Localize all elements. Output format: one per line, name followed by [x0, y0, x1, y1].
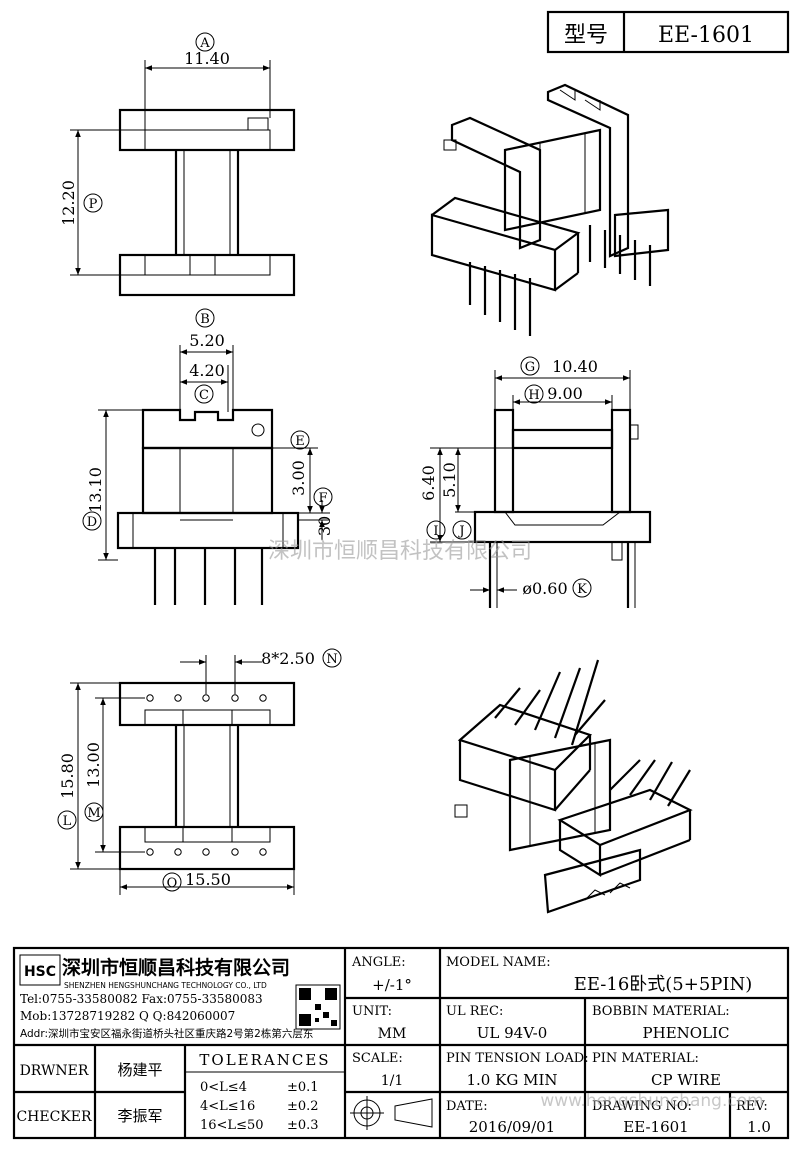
dim-H-value: 9.00	[547, 384, 583, 403]
dim-K-letter: K	[577, 582, 587, 597]
model-header: 型号 EE-1601	[546, 10, 790, 54]
dim-L-value: 15.80	[58, 753, 77, 799]
dim-I-letter: I	[433, 524, 438, 539]
dim-C-letter: C	[199, 388, 209, 403]
pin-material-label: PIN MATERIAL:	[592, 1051, 699, 1066]
tol-range-2: 16<L≤50	[200, 1118, 264, 1133]
watermark: 深圳市恒顺昌科技有限公司	[268, 539, 532, 564]
dim-J-value: 5.10	[440, 462, 459, 498]
dim-P-letter: P	[89, 197, 98, 212]
dim-N-value: 8*2.50	[261, 649, 315, 668]
pin-tension-value: 1.0 KG MIN	[467, 1071, 558, 1089]
drwner-value: 杨建平	[117, 1061, 162, 1079]
ul-rec-label: UL REC:	[446, 1004, 503, 1019]
dim-H-letter: H	[528, 388, 539, 403]
watermark-url: www.hengshunchang.com	[540, 1091, 763, 1111]
dim-G-letter: G	[525, 360, 535, 375]
dim-L-letter: L	[63, 814, 72, 829]
dim-I-value: 6.40	[419, 465, 438, 501]
rev-label: REV:	[736, 1099, 768, 1114]
scale-value: 1/1	[381, 1073, 404, 1089]
bobbin-material-label: BOBBIN MATERIAL:	[592, 1004, 730, 1019]
tol-range-0: 0<L≤4	[200, 1080, 247, 1095]
dim-B-letter: B	[200, 312, 210, 327]
angle-label: ANGLE:	[351, 955, 406, 970]
drwner-label: DRWNER	[20, 1063, 89, 1079]
tol-value-1: ±0.2	[287, 1099, 319, 1114]
dim-M-value: 13.00	[84, 742, 103, 788]
model-name-value: EE-16卧式(5+5PIN)	[574, 974, 753, 995]
drawing-no-label: DRAWING NO:	[592, 1099, 692, 1114]
company-name-cn: 深圳市恒顺昌科技有限公司	[62, 956, 290, 979]
unit-value: MM	[378, 1026, 407, 1042]
projection-symbol-icon	[350, 1096, 433, 1130]
unit-label: UNIT:	[352, 1004, 392, 1019]
checker-value: 李振军	[117, 1107, 162, 1125]
dim-E-value: 3.00	[289, 460, 308, 496]
scale-label: SCALE:	[352, 1051, 403, 1066]
iso-view-bottom	[454, 659, 693, 914]
dim-M-letter: M	[87, 806, 100, 821]
dim-G-value: 10.40	[552, 357, 598, 376]
dim-E-letter: E	[295, 434, 305, 449]
pin-tension-label: PIN TENSION LOAD:	[446, 1051, 589, 1066]
rev-value: 1.0	[747, 1118, 771, 1136]
company-mob-qq: Mob:13728719282 Q Q:842060007	[20, 1009, 235, 1023]
checker-label: CHECKER	[16, 1109, 92, 1125]
tol-value-2: ±0.3	[287, 1118, 319, 1133]
tolerances-title: TOLERANCES	[199, 1051, 330, 1069]
company-tel-fax: Tel:0755-33580082 Fax:0755-33580083	[20, 992, 263, 1006]
company-name-en: SHENZHEN HENGSHUNCHANG TECHNOLOGY CO., L…	[64, 981, 267, 990]
company-addr: Addr:深圳市宝安区福永街道桥头社区重庆路2号第2栋第六层东	[20, 1027, 313, 1040]
top-view: A 11.40 12.20 P	[59, 32, 296, 297]
dim-B-value: 5.20	[189, 331, 225, 350]
qr-code	[295, 984, 341, 1030]
dim-A-letter: A	[199, 36, 210, 51]
dim-K-value: ø0.60	[522, 579, 567, 598]
title-block: HSC 深圳市恒顺昌科技有限公司 SHENZHEN HENGSHUNCHANG …	[12, 946, 790, 1140]
dim-A-value: 11.40	[184, 49, 230, 68]
front-view: B 5.20 4.20 C 13.10 D 3.00 E 30 F	[82, 308, 334, 605]
dim-J-letter: J	[457, 524, 464, 539]
date-value: 2016/09/01	[469, 1118, 555, 1136]
bobbin-material-value: PHENOLIC	[643, 1024, 730, 1042]
company-logo: HSC	[19, 954, 61, 986]
tol-value-0: ±0.1	[287, 1080, 319, 1095]
tol-range-1: 4<L≤16	[200, 1099, 255, 1114]
model-value: EE-1601	[658, 23, 754, 48]
dim-N-letter: N	[326, 652, 337, 667]
bottom-view: 8*2.50 N 15.80 L 13.00 M O 15.50	[57, 648, 342, 895]
pin-material-value: CP WIRE	[651, 1071, 721, 1089]
dim-O-letter: O	[167, 876, 178, 891]
dim-D-value: 13.10	[86, 467, 105, 513]
dim-C-value: 4.20	[189, 361, 225, 380]
side-view: G 10.40 H 9.00 6.40 I 5.10 J ø0.60 K	[419, 356, 652, 608]
dim-P-value: 12.20	[59, 180, 78, 226]
dim-D-letter: D	[87, 515, 97, 530]
dim-O-value: 15.50	[185, 870, 231, 889]
model-label: 型号	[564, 23, 608, 48]
logo-text: HSC	[24, 964, 56, 980]
drawing-no-value: EE-1601	[623, 1118, 688, 1136]
date-label: DATE:	[446, 1099, 488, 1114]
dim-F-letter: F	[318, 491, 327, 506]
dim-F-value: 30	[315, 516, 334, 536]
ul-rec-value: UL 94V-0	[477, 1024, 548, 1042]
model-name-label: MODEL NAME:	[446, 955, 551, 970]
iso-view-top	[430, 83, 670, 336]
angle-value: +/-1°	[372, 976, 412, 994]
